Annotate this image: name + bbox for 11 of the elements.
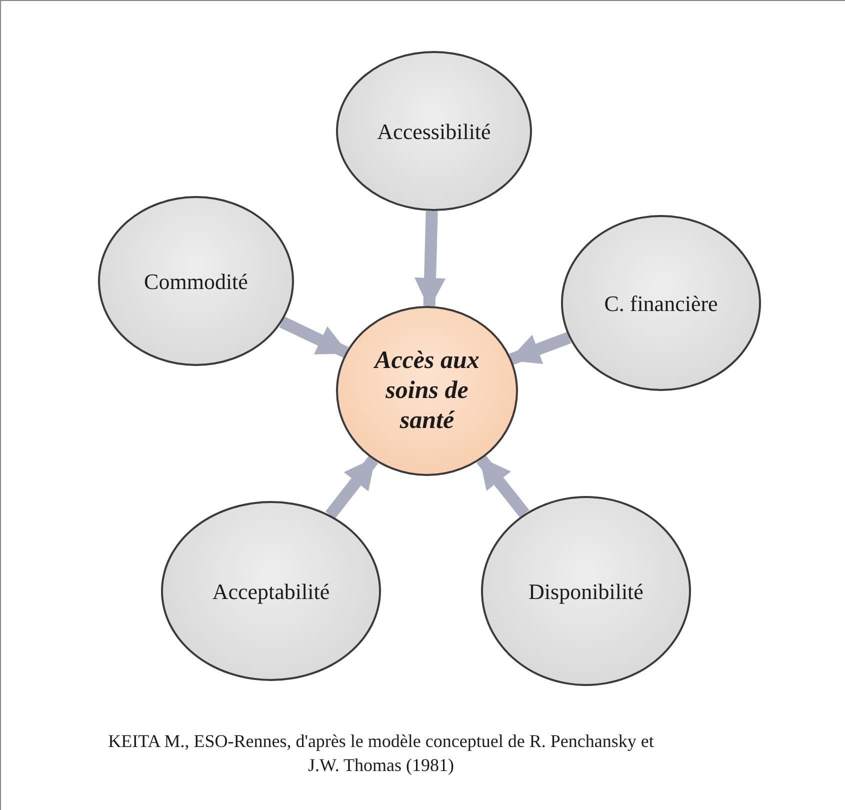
block-arrow	[476, 456, 530, 518]
caption: KEITA M., ESO-Rennes, d'après le modèle conceptuel de R. Penchansky et J.W. Thomas (1981)	[107, 730, 655, 778]
central-label: Accès aux soins de santé	[372, 346, 480, 436]
factor-label: Disponibilité	[528, 578, 644, 606]
factor-label: Accessibilité	[377, 118, 491, 146]
factor-label: Commodité	[144, 268, 248, 296]
factor-label: C. financière	[604, 290, 718, 318]
block-arrow	[279, 316, 349, 358]
block-arrow	[508, 332, 572, 365]
factor-label: Acceptabilité	[212, 578, 330, 606]
block-arrow	[325, 456, 378, 519]
